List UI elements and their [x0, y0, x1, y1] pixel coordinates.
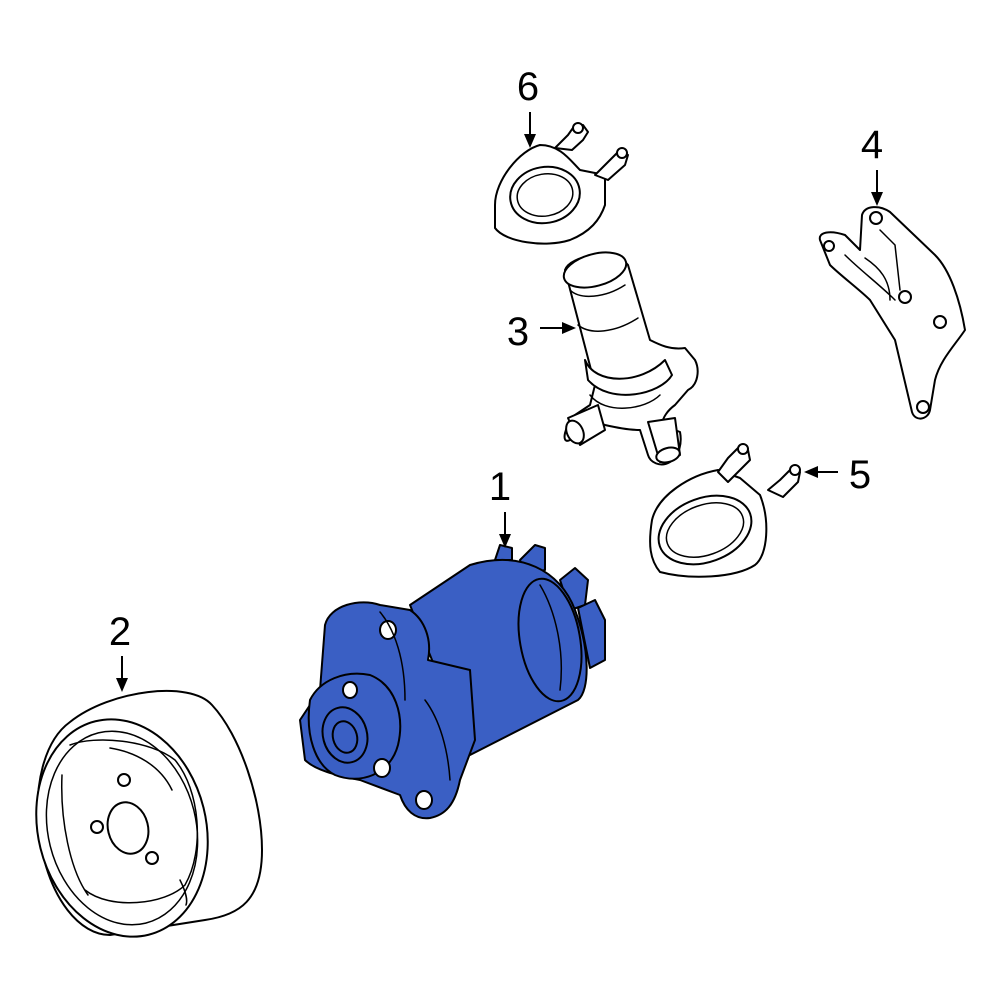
callout-5-label: 5 — [849, 453, 871, 497]
bracket-part[interactable] — [818, 206, 966, 420]
callout-6-arrow-icon — [524, 134, 536, 148]
callout-6: 6 — [517, 65, 539, 148]
callout-2: 2 — [109, 610, 131, 692]
thermostat-housing-part[interactable] — [560, 246, 699, 466]
callout-3: 3 — [507, 310, 576, 354]
callout-4-label: 4 — [861, 123, 883, 167]
callout-6-label: 6 — [517, 65, 539, 109]
callout-2-label: 2 — [109, 610, 131, 654]
callout-2-arrow-icon — [116, 678, 128, 692]
callout-3-arrow-icon — [562, 322, 576, 334]
callout-1-arrow-icon — [499, 534, 511, 548]
callout-4-arrow-icon — [871, 192, 883, 206]
callout-3-label: 3 — [507, 310, 529, 354]
callout-5: 5 — [804, 453, 871, 497]
pulley-part[interactable] — [14, 689, 263, 955]
outlet-flange-part[interactable] — [649, 443, 801, 578]
callout-1-label: 1 — [489, 465, 511, 509]
water-pump-part[interactable] — [299, 544, 606, 820]
upper-outlet-flange-part[interactable] — [494, 122, 629, 245]
callout-4: 4 — [861, 123, 883, 206]
callout-1: 1 — [489, 465, 511, 548]
callout-5-arrow-icon — [804, 466, 818, 478]
